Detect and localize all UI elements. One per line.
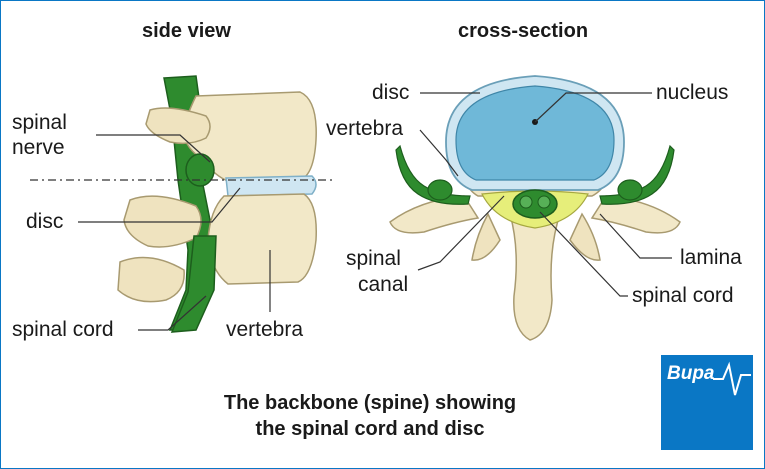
leader-cross-vertebra [419,129,459,177]
label-nucleus: nucleus [656,81,729,104]
cross-section-title: cross-section [458,20,589,42]
side-spinal-nerve [185,153,215,187]
pulse-icon [713,361,751,396]
leader-side-spinal-cord [138,295,207,331]
cross-right-nerve [599,144,675,205]
cross-nucleus [455,85,615,181]
bupa-logo: Bupa [661,355,753,450]
cross-right-process [590,195,681,234]
caption-line-2: the spinal cord and disc [255,418,485,440]
leader-lamina [599,213,672,259]
label-side-spinal-cord: spinal cord [12,318,114,341]
side-bottom-process [117,256,185,303]
label-cross-vertebra: vertebra [326,117,404,140]
side-disc [225,175,317,197]
cross-left-process [389,195,480,234]
leader-cross-spinal-cord [539,211,628,297]
cross-lower-right-lamina [569,212,601,261]
label-lamina: lamina [680,246,742,269]
label-cross-spinal: spinal [346,247,401,270]
cross-lower-left-lamina [471,212,501,261]
leader-nucleus [534,92,652,123]
label-side-vertebra: vertebra [226,318,304,341]
label-canal: canal [358,273,409,296]
leader-spinal-nerve [96,134,211,163]
label-cross-disc: disc [372,81,410,104]
label-side-disc: disc [26,210,64,233]
cross-section-illustration [389,75,681,341]
cross-spinal-cord [512,189,558,219]
side-view-illustration [30,75,336,333]
caption-line-1: The backbone (spine) showing [223,392,517,414]
cross-spinous-process [509,213,562,341]
side-view-title: side view [142,20,231,42]
side-spinal-cord-lower [170,235,217,333]
label-nerve: nerve [12,136,65,159]
leader-side-disc [78,187,241,223]
cross-left-nerve [395,144,471,205]
leader-spinal-canal [417,195,505,271]
label-spinal: spinal [12,111,67,134]
side-lower-vertebra [207,193,317,285]
bupa-logo-text: Bupa [667,363,715,384]
label-cross-spinal-cord: spinal cord [632,284,734,307]
